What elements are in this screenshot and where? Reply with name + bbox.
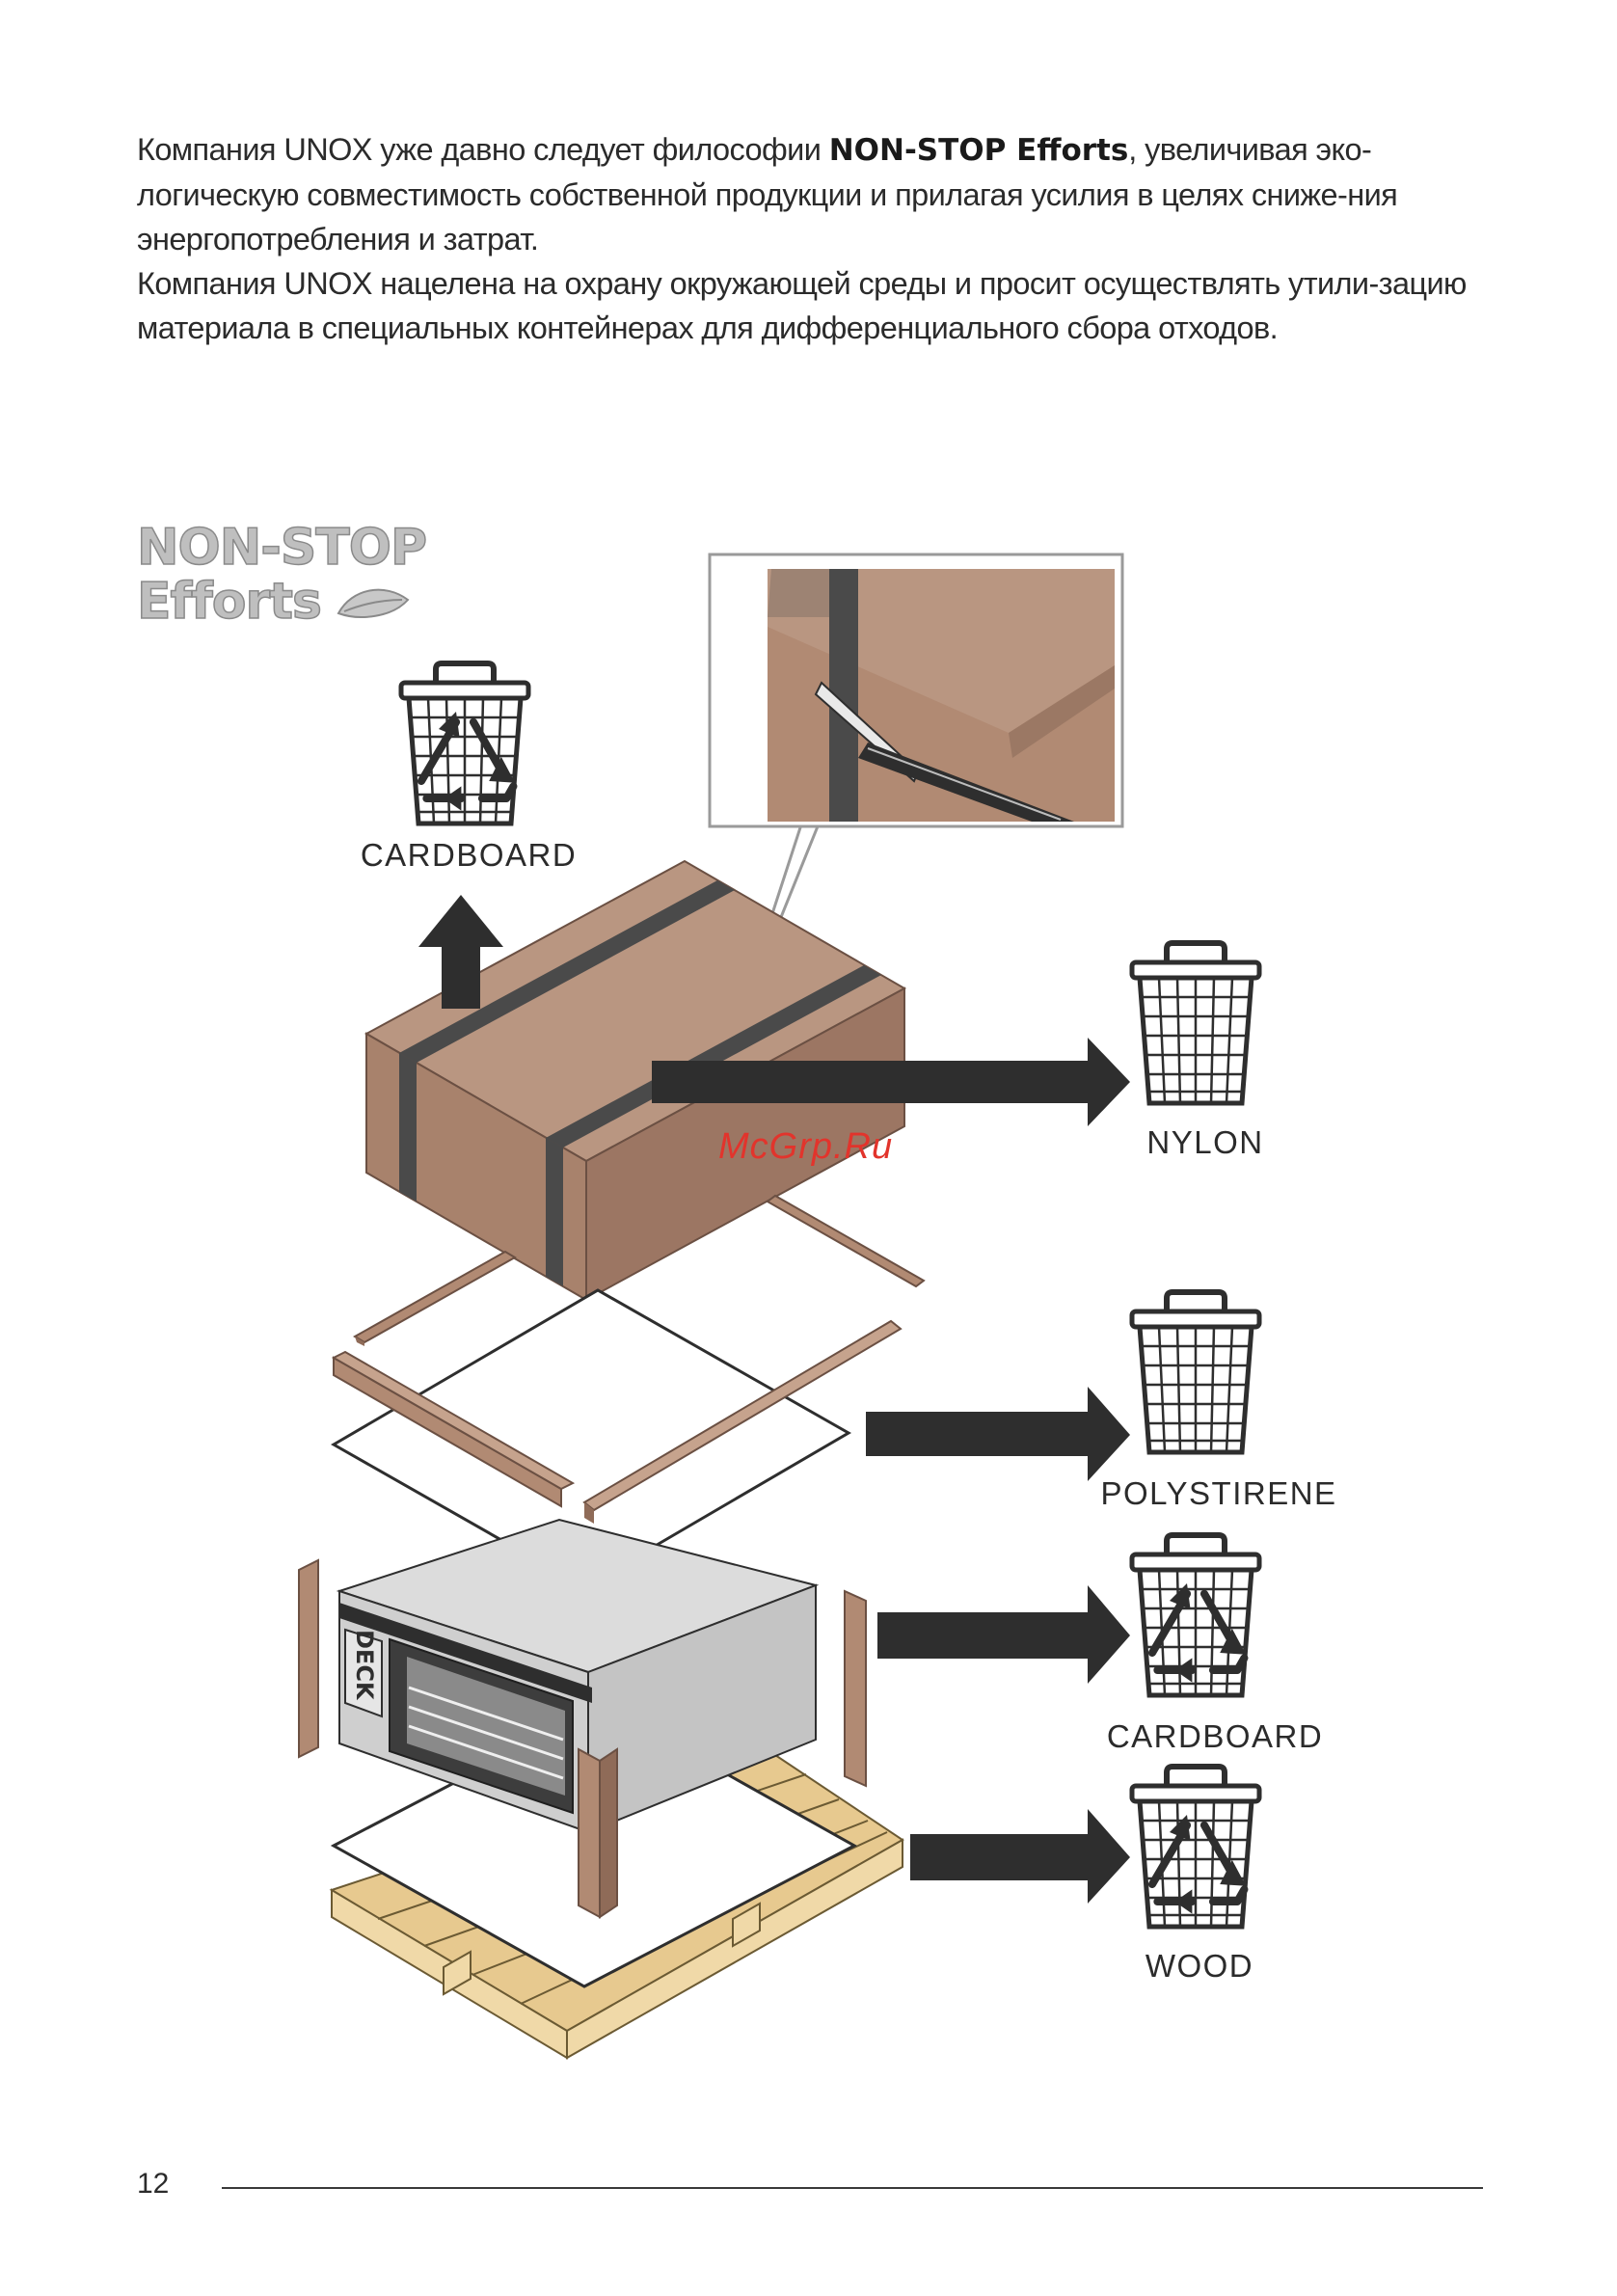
corner-posts [298,1558,867,1919]
oven: DECK [336,1518,820,1834]
label-cardboard-top: CARDBOARD [360,837,578,873]
intro-paragraph-1: Компания UNOX уже давно следует философи… [137,132,1398,257]
intro-text: Компания UNOX уже давно следует философи… [137,127,1487,350]
footer-rule [222,2187,1483,2189]
label-cardboard: CARDBOARD [1106,1718,1324,1754]
arrow-right-cardboard [877,1585,1130,1684]
leaf-icon [337,588,410,618]
bin-cardboard-icon [1132,1535,1259,1695]
brand-slogan: NON-STOP Efforts [828,133,1129,168]
bin-wood-icon [1132,1767,1259,1927]
intro-paragraph-2: Компания UNOX нацелена на охрану окружаю… [137,266,1467,345]
strap-cut-inset [708,553,1124,1042]
oven-brand-label: DECK [351,1630,378,1701]
corner-protectors-front [331,1319,903,1524]
non-stop-efforts-logo: NON-STOP Efforts [136,519,428,631]
watermark: McGrp.Ru [718,1126,894,1167]
page-number: 12 [137,2168,170,2200]
label-polystirene: POLYSTIRENE [1100,1475,1337,1511]
logo-line-2: Efforts [136,573,322,631]
bin-cardboard-top-icon [401,663,528,824]
label-nylon: NYLON [1146,1124,1264,1160]
bin-polystirene-icon [1132,1292,1259,1452]
arrow-right-polystirene [866,1387,1130,1481]
arrow-up-icon [418,895,503,1009]
bin-nylon-icon [1132,943,1259,1103]
arrow-right-wood [910,1809,1130,1904]
corner-protectors [353,1194,926,1346]
logo-line-1: NON-STOP [136,519,428,577]
arrow-right-nylon [652,1038,1130,1126]
label-wood: WOOD [1145,1948,1254,1984]
